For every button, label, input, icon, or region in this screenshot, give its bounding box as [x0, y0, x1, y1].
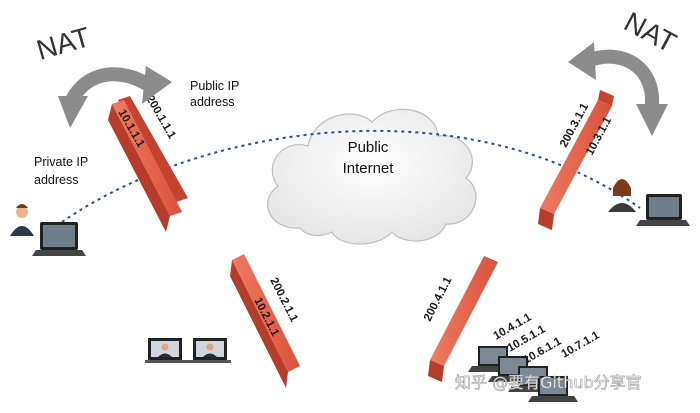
private-ip-label-line1: Private IP	[34, 155, 88, 169]
firewall-right: 200.3.1.1 10.3.1.1	[538, 90, 614, 230]
public-ip-label-line2: address	[190, 95, 234, 109]
nat-left-label: NAT	[33, 21, 93, 66]
internet-label-line1: Public	[348, 139, 389, 156]
laptop-icon	[528, 376, 578, 402]
nat-arrow-right: NAT	[568, 6, 681, 136]
tunnel-line	[61, 129, 641, 223]
video-conference-icon	[145, 338, 231, 363]
right-user-icon	[608, 179, 690, 226]
internet-label-line2: Internet	[343, 160, 395, 177]
firewall-middle: 200.2.1.1 10.2.1.1	[230, 254, 300, 388]
firewall-left: 200.1.1.1 10.1.1.1	[108, 94, 188, 232]
watermark-text: 知乎 @要有Github分享官	[455, 373, 642, 392]
left-user-icon	[10, 204, 86, 256]
public-ip-label-line1: Public IP	[190, 79, 239, 93]
firewall-bottom-right-public-ip: 200.4.1.1	[422, 275, 455, 324]
laptop-ip-label: 10.7.1.1	[560, 329, 603, 360]
nat-arrow-left: NAT	[33, 21, 172, 128]
private-ip-label-line2: address	[34, 173, 78, 187]
nat-right-label: NAT	[619, 6, 681, 59]
public-internet-cloud: Public Internet	[267, 108, 477, 245]
